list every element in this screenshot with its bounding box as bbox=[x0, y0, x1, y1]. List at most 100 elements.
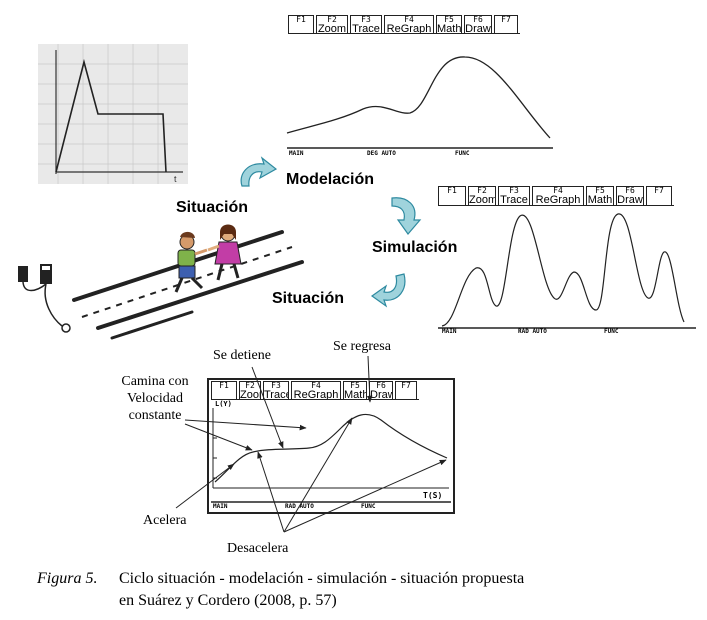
annotation-se-detiene: Se detiene bbox=[213, 348, 271, 363]
girl-walking-icon bbox=[207, 224, 242, 281]
leader-se-regresa bbox=[366, 355, 373, 403]
bottom-curve bbox=[214, 413, 448, 483]
annotation-camina-line2: Velocidad bbox=[127, 391, 183, 406]
toolbar-button-f7[interactable]: F7 bbox=[646, 186, 672, 205]
cycle-arrow-situacion-to-modelacion bbox=[240, 156, 278, 187]
leader-camina-lower bbox=[184, 423, 253, 451]
model-status-main: MAIN bbox=[289, 150, 304, 157]
toolbar-button-f1[interactable]: F1 bbox=[438, 186, 466, 205]
toolbar-label-f4: ReGraph bbox=[386, 23, 432, 34]
toolbar-key-f4: F4 bbox=[311, 381, 321, 390]
toolbar-label-f6: Draw bbox=[370, 389, 392, 400]
toolbar-key-f1: F1 bbox=[296, 15, 306, 24]
road-lines bbox=[72, 230, 304, 340]
annotation-acelera: Acelera bbox=[143, 513, 187, 528]
stage-label-situacion-bottom: Situación bbox=[272, 290, 345, 307]
toolbar-button-f7[interactable]: F7 bbox=[395, 381, 417, 399]
toolbar-key-f7: F7 bbox=[401, 381, 411, 390]
toolbar-key-f1: F1 bbox=[219, 381, 229, 390]
toolbar-label-f4: ReGraph bbox=[293, 389, 339, 400]
toolbar-label-f3: Trace bbox=[264, 389, 289, 400]
sim-curve bbox=[441, 213, 685, 327]
annotation-se-regresa: Se regresa bbox=[333, 339, 391, 354]
toolbar-label-f2: Zoom bbox=[317, 23, 347, 34]
toolbar-label-f5: Math bbox=[587, 194, 613, 206]
toolbar-label-f3: Trace bbox=[500, 194, 528, 206]
bottom-x-label: T(S) bbox=[423, 491, 443, 500]
boy-walking-icon bbox=[174, 231, 208, 293]
toolbar-label-f4: ReGraph bbox=[535, 194, 581, 206]
toolbar-key-f1: F1 bbox=[447, 186, 457, 195]
model-status-mode: DEG AUTO bbox=[367, 150, 396, 157]
stage-label-situacion-top: Situación bbox=[176, 199, 249, 216]
toolbar-key-f7: F7 bbox=[501, 15, 511, 24]
toolbar-key-f2: F2 bbox=[245, 381, 255, 390]
sim-status-func: FUNC bbox=[604, 328, 619, 335]
annotation-camina-line1: Camina con bbox=[121, 374, 189, 389]
toolbar-button-f1[interactable]: F1 bbox=[211, 381, 237, 399]
toolbar-label-f2: Zoom bbox=[240, 389, 260, 400]
sim-status-mode: RAD AUTO bbox=[518, 328, 547, 335]
toolbar-button-f1[interactable]: F1 bbox=[288, 15, 314, 33]
annotation-camina: Camina con Velocidad constante bbox=[110, 373, 200, 424]
toolbar-key-f2: F2 bbox=[327, 15, 337, 24]
toolbar-key-f7: F7 bbox=[654, 186, 664, 195]
toolbar-key-f5: F5 bbox=[444, 15, 454, 24]
leader-acelera bbox=[175, 463, 235, 509]
road-dashes bbox=[81, 246, 293, 318]
sim-plot bbox=[438, 213, 696, 329]
model-curve bbox=[286, 56, 551, 139]
sketch-curve bbox=[55, 58, 167, 173]
bottom-status-func: FUNC bbox=[361, 503, 376, 510]
situation-scene bbox=[18, 224, 304, 340]
toolbar-key-f6: F6 bbox=[376, 381, 386, 390]
toolbar-label-f6: Draw bbox=[465, 23, 491, 34]
leader-desacelera-2 bbox=[283, 417, 353, 533]
toolbar-key-f4: F4 bbox=[553, 186, 563, 195]
annotation-camina-line3: constante bbox=[128, 408, 182, 423]
leader-camina-upper bbox=[184, 419, 307, 431]
model-status-func: FUNC bbox=[455, 150, 470, 157]
toolbar-key-f6: F6 bbox=[625, 186, 635, 195]
toolbar-key-f3: F3 bbox=[361, 15, 371, 24]
cycle-arrow-modelacion-to-simulacion bbox=[391, 197, 422, 235]
leader-desacelera-1 bbox=[257, 451, 285, 533]
toolbar-label-f5: Math bbox=[437, 23, 462, 34]
toolbar-label-f6: Draw bbox=[617, 194, 643, 206]
toolbar-button-f7[interactable]: F7 bbox=[494, 15, 518, 33]
sim-status-main: MAIN bbox=[442, 328, 457, 335]
toolbar-key-f6: F6 bbox=[473, 15, 483, 24]
bottom-y-label: L(Y) bbox=[215, 400, 232, 408]
model-plot bbox=[286, 56, 553, 149]
toolbar-key-f5: F5 bbox=[595, 186, 605, 195]
toolbar-key-f3: F3 bbox=[509, 186, 519, 195]
annotation-desacelera: Desacelera bbox=[227, 541, 289, 556]
bottom-status-main: MAIN bbox=[213, 503, 228, 510]
caption-figure-number: Figura 5. bbox=[37, 570, 98, 587]
toolbar-label-f3: Trace bbox=[352, 23, 380, 34]
leader-desacelera-3 bbox=[283, 459, 447, 533]
stage-label-modelacion: Modelación bbox=[286, 171, 375, 188]
stage-label-simulacion: Simulación bbox=[372, 239, 458, 256]
hand-sketch-graph: t bbox=[38, 44, 188, 184]
toolbar-key-f3: F3 bbox=[271, 381, 281, 390]
